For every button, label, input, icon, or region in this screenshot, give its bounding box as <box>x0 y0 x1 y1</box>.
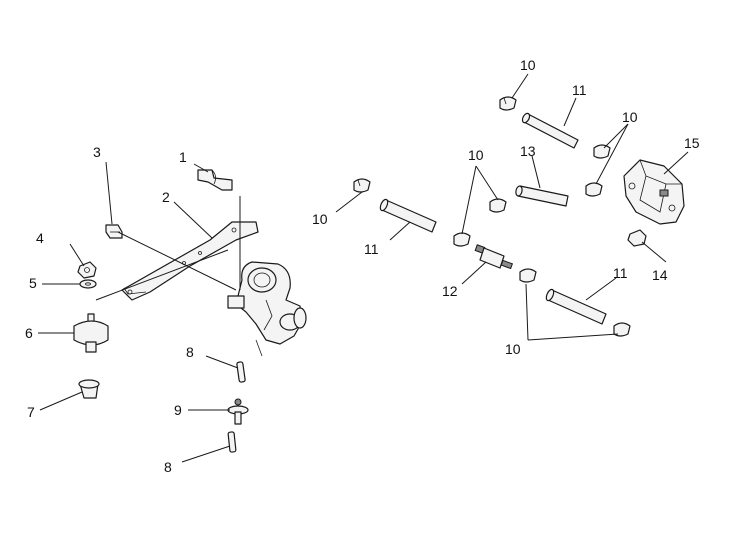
part-2-mounting-bracket <box>121 221 259 301</box>
part-10-clamp-low-b <box>613 322 631 337</box>
callout-4: 4 <box>36 230 44 246</box>
part-13-short-hose <box>515 185 569 207</box>
callout-1: 1 <box>179 149 187 165</box>
callout-2: 2 <box>162 189 170 205</box>
part-12-inline-filter <box>474 244 514 270</box>
part-7-grommet <box>78 379 100 399</box>
callout-11-top: 11 <box>572 82 587 98</box>
callout-9: 9 <box>174 402 182 418</box>
part-11-hose-bottom <box>545 288 607 325</box>
callout-14: 14 <box>652 267 668 283</box>
callout-10-right: 10 <box>622 109 638 125</box>
callout-10-top: 10 <box>520 57 536 73</box>
callout-8-lower: 8 <box>164 459 172 475</box>
part-6-rubber-mount <box>73 313 109 353</box>
part-10-clamp-right-a <box>593 144 611 159</box>
callout-12: 12 <box>442 283 458 299</box>
callout-5: 5 <box>29 275 37 291</box>
part-8-pin-lower <box>227 431 237 453</box>
callout-11-left: 11 <box>364 241 379 257</box>
part-10-clamp-left <box>353 178 371 193</box>
part-11-hose-top <box>521 112 579 149</box>
part-1-bent-hose <box>197 169 233 191</box>
callout-10-mid: 10 <box>468 147 484 163</box>
part-9-valve <box>227 398 249 425</box>
part-4-nut <box>77 261 97 279</box>
callout-numbers: 1 2 3 4 5 6 7 8 9 8 10 11 10 15 10 13 10… <box>25 57 700 475</box>
callout-3: 3 <box>93 144 101 160</box>
callout-8-upper: 8 <box>186 344 194 360</box>
carburetor <box>227 261 307 357</box>
part-15-fuel-pump <box>623 159 685 225</box>
callout-13: 13 <box>520 143 536 159</box>
callout-11-right: 11 <box>613 265 628 281</box>
callout-6: 6 <box>25 325 33 341</box>
callout-7: 7 <box>27 404 35 420</box>
part-11-hose-left <box>379 198 437 233</box>
leader-lines <box>38 73 689 463</box>
part-3-bolt <box>105 224 123 239</box>
part-5-washer <box>79 279 97 289</box>
part-10-clamp-mid-a <box>489 198 507 213</box>
part-10-clamp-mid-b <box>453 232 471 247</box>
callout-10-left: 10 <box>312 211 328 227</box>
callout-10-bottom: 10 <box>505 341 521 357</box>
part-10-clamp-low-a <box>519 268 537 283</box>
part-8-pin-upper <box>236 361 246 383</box>
part-10-clamp-right-b <box>585 182 603 197</box>
callout-15: 15 <box>684 135 700 151</box>
part-10-clamp-top <box>499 96 517 111</box>
